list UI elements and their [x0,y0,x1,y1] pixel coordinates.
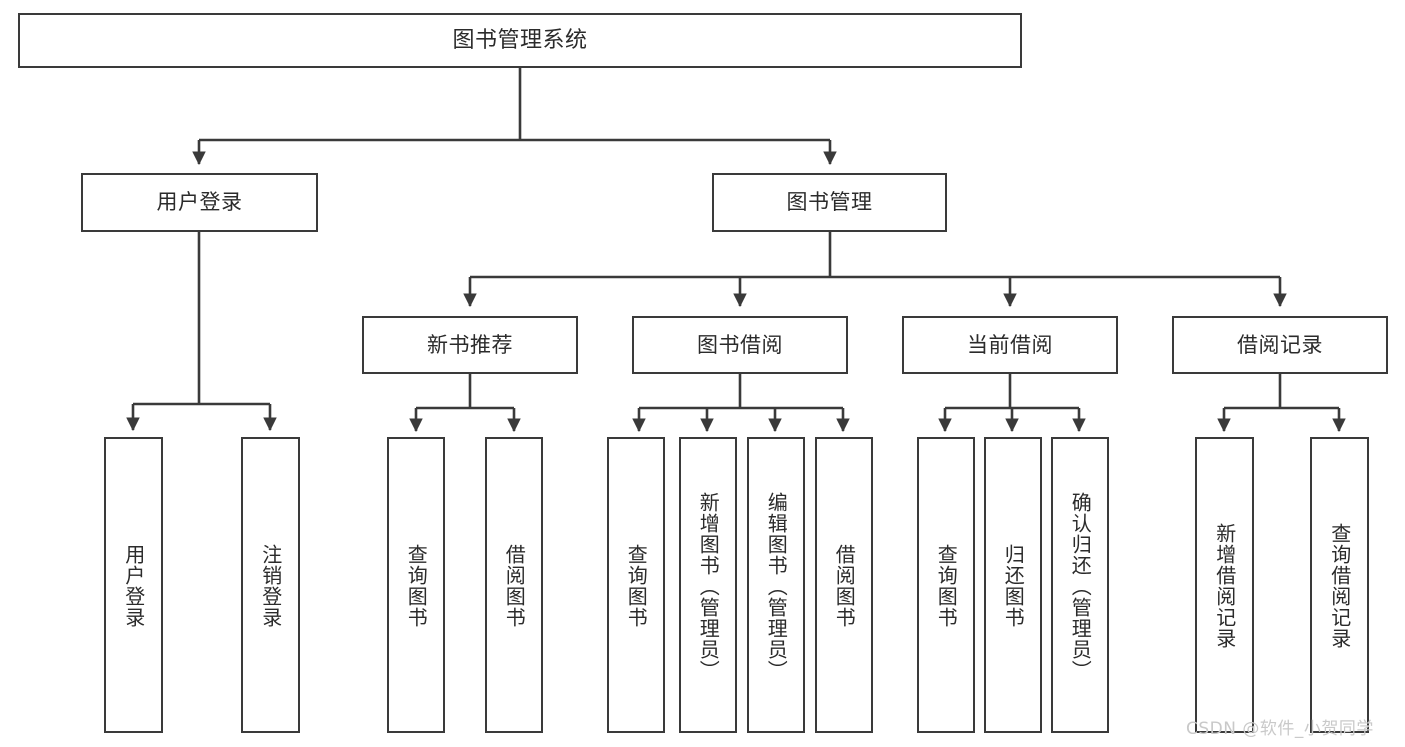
node-book-management[interactable]: 图书管理 [712,173,947,232]
node-label: 当前借阅 [967,332,1053,357]
node-leaf-logout[interactable]: 注销登录 [241,437,300,733]
node-user-login[interactable]: 用户登录 [81,173,318,232]
node-borrow-record[interactable]: 借阅记录 [1172,316,1388,374]
node-label: 查询图书 [934,544,959,628]
node-leaf-query-book-recommend[interactable]: 查询图书 [387,437,445,733]
csdn-watermark: CSDN @软件_小贺同学 [1186,719,1374,739]
node-leaf-borrow-book-recommend[interactable]: 借阅图书 [485,437,543,733]
node-leaf-borrow-book[interactable]: 借阅图书 [815,437,873,733]
node-label: 编辑图书（管理员） [764,491,789,681]
node-book-borrow[interactable]: 图书借阅 [632,316,848,374]
node-leaf-add-book-admin[interactable]: 新增图书（管理员） [679,437,737,733]
node-leaf-add-borrow-record[interactable]: 新增借阅记录 [1195,437,1254,733]
node-label: 确认归还（管理员） [1068,491,1093,681]
node-label: 归还图书 [1001,544,1026,628]
node-root-system[interactable]: 图书管理系统 [18,13,1022,68]
node-leaf-edit-book-admin[interactable]: 编辑图书（管理员） [747,437,805,733]
node-label: 借阅记录 [1237,332,1323,357]
node-label: 借阅图书 [832,544,857,628]
node-label: 用户登录 [121,544,146,628]
node-label: 查询借阅记录 [1327,523,1352,649]
node-label: 新增图书（管理员） [696,491,721,681]
node-label: 新书推荐 [427,332,513,357]
node-label: 查询图书 [624,544,649,628]
node-label: 新增借阅记录 [1212,523,1237,649]
node-leaf-query-book-current[interactable]: 查询图书 [917,437,975,733]
node-current-borrow[interactable]: 当前借阅 [902,316,1118,374]
node-new-book-recommend[interactable]: 新书推荐 [362,316,578,374]
node-label: 查询图书 [404,544,429,628]
node-label: 注销登录 [258,544,283,628]
node-label: 图书管理系统 [452,27,588,53]
node-label: 图书借阅 [697,332,783,357]
node-label: 用户登录 [156,190,243,215]
node-leaf-query-borrow-record[interactable]: 查询借阅记录 [1310,437,1369,733]
node-leaf-query-book-borrow[interactable]: 查询图书 [607,437,665,733]
node-label: 借阅图书 [502,544,527,628]
node-leaf-confirm-return-admin[interactable]: 确认归还（管理员） [1051,437,1109,733]
node-leaf-return-book[interactable]: 归还图书 [984,437,1042,733]
node-label: 图书管理 [786,190,873,215]
node-leaf-user-login[interactable]: 用户登录 [104,437,163,733]
